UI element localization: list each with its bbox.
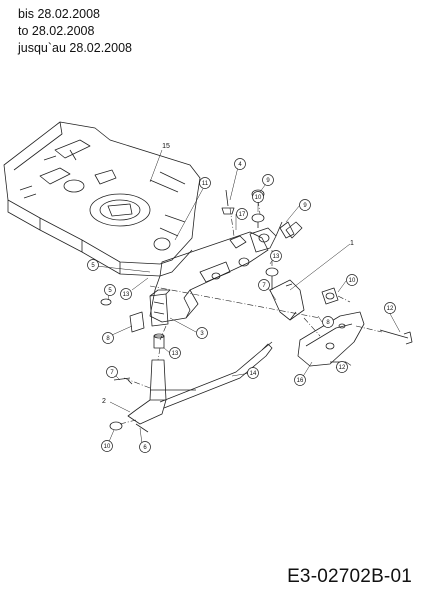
front-axle	[149, 231, 269, 323]
callout-23: 14	[247, 367, 259, 379]
date-line-french: jusqu`au 28.02.2008	[18, 41, 132, 55]
callout-circle	[247, 367, 259, 379]
callout-13: 10	[346, 274, 358, 286]
callout-6: 9	[299, 199, 311, 211]
callout-circle	[258, 279, 270, 291]
callout-circle	[120, 288, 132, 300]
callout-label: 8	[326, 320, 330, 326]
frame-plate	[3, 121, 201, 277]
callout-11: 13	[120, 288, 132, 300]
leader-lines	[95, 149, 401, 445]
callout-20: 16	[294, 374, 306, 386]
callout-circle	[87, 259, 99, 271]
callout-label: 2	[102, 398, 106, 405]
pivot-bracket	[249, 213, 303, 253]
callout-label: 4	[238, 162, 242, 168]
callout-9: 1	[350, 240, 354, 247]
callout-label: 13	[172, 351, 179, 357]
callout-label: 10	[104, 444, 111, 450]
callout-label: 7	[110, 370, 114, 376]
callout-circle	[384, 302, 396, 314]
callout-circle	[346, 274, 358, 286]
callout-circle	[234, 158, 246, 170]
callout-7: 17	[236, 208, 248, 220]
header-text: bis 28.02.2008 to 28.02.2008 jusqu`au 28…	[18, 6, 132, 57]
callout-16: 3	[196, 327, 208, 339]
tie-rod	[159, 341, 273, 409]
alignment-lines	[119, 199, 383, 425]
callout-circle	[262, 174, 274, 186]
callout-label: 3	[200, 331, 204, 337]
callout-circle	[199, 177, 211, 189]
callout-circle	[106, 366, 118, 378]
callout-circle	[196, 327, 208, 339]
callout-12: 7	[258, 279, 270, 291]
callout-2: 11	[199, 177, 211, 189]
callout-15: 8	[102, 332, 114, 344]
callout-18: 12	[384, 302, 396, 314]
callout-25: 10	[101, 440, 113, 452]
callout-8: 13	[270, 250, 282, 262]
callout-label: 17	[239, 212, 246, 218]
callout-10: 5	[87, 259, 99, 271]
callout-14: 5	[104, 284, 116, 296]
callout-22: 7	[106, 366, 118, 378]
callout-label: 14	[250, 371, 257, 377]
callout-label: 5	[108, 288, 112, 294]
callout-circle	[294, 374, 306, 386]
callout-circle	[169, 347, 181, 359]
callout-label: 13	[123, 292, 130, 298]
callout-19: 13	[169, 347, 181, 359]
spindle-assembly	[127, 289, 196, 425]
callout-17: 8	[322, 316, 334, 328]
callout-label: 8	[106, 336, 110, 342]
callout-label: 9	[303, 203, 307, 209]
callout-label: 6	[143, 445, 147, 451]
callout-21: 12	[336, 361, 348, 373]
callout-circle	[252, 191, 264, 203]
callout-label: 15	[162, 143, 170, 150]
callout-label: 7	[262, 283, 266, 289]
date-line-english: to 28.02.2008	[18, 24, 95, 38]
callout-26: 6	[139, 441, 151, 453]
callout-label: 12	[339, 365, 346, 371]
callout-circle	[101, 440, 113, 452]
callout-label: 11	[202, 181, 209, 187]
callout-circle	[102, 332, 114, 344]
callout-label: 1	[350, 240, 354, 247]
callout-1: 15	[162, 143, 170, 150]
callout-label: 12	[387, 306, 394, 312]
callout-circle	[336, 361, 348, 373]
callout-label: 9	[266, 178, 270, 184]
date-line-german: bis 28.02.2008	[18, 7, 101, 21]
callout-circle	[236, 208, 248, 220]
callout-circle	[270, 250, 282, 262]
diagram-code: E3-02702B-01	[287, 566, 412, 587]
callout-label: 16	[297, 378, 304, 384]
hardware-parts	[100, 189, 413, 433]
callout-3: 4	[234, 158, 246, 170]
callout-circle	[104, 284, 116, 296]
callout-label: 5	[91, 263, 95, 269]
callout-circle	[299, 199, 311, 211]
callout-circle	[322, 316, 334, 328]
callout-5: 10	[252, 191, 264, 203]
callout-label: 10	[255, 195, 262, 201]
cover-plate	[297, 311, 365, 367]
callout-circle	[139, 441, 151, 453]
callout-4: 9	[262, 174, 274, 186]
right-spindle	[265, 267, 305, 321]
callout-label: 13	[273, 254, 280, 260]
callout-24: 2	[102, 398, 106, 405]
callout-label: 10	[349, 278, 356, 284]
